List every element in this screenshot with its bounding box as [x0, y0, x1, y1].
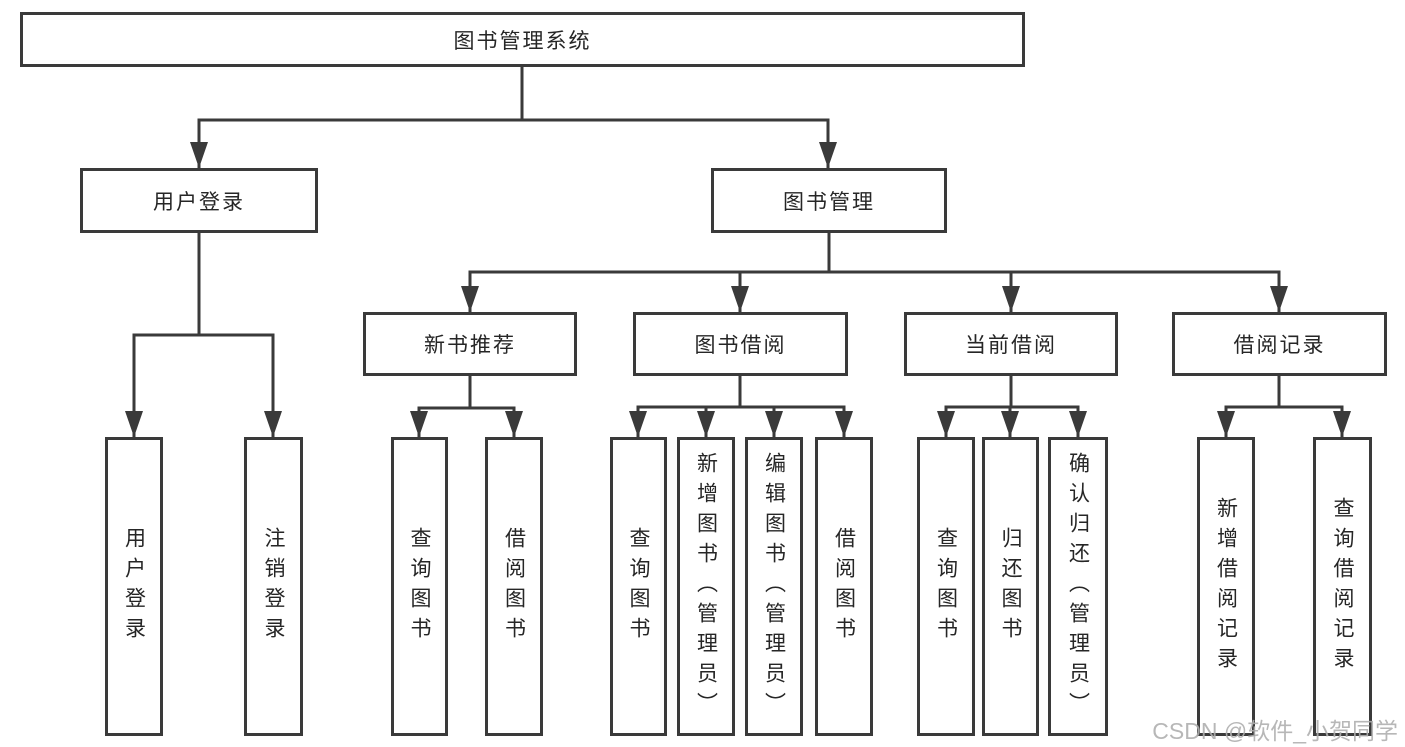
node-root: 图书管理系统 [20, 12, 1025, 67]
leaf-user-login-label: 用户登录 [122, 526, 146, 647]
leaf-logout-label: 注销登录 [262, 526, 286, 647]
leaf-query-books-recommend-label: 查询图书 [408, 526, 432, 647]
node-book-management: 图书管理 [711, 168, 947, 233]
leaf-query-books-borrowing-label: 查询图书 [627, 526, 651, 647]
node-borrow-records-label: 借阅记录 [1233, 334, 1326, 357]
node-current-borrowing-label: 当前借阅 [965, 334, 1057, 357]
leaf-borrow-books-recommend-label: 借阅图书 [502, 526, 526, 647]
node-user-login-label: 用户登录 [153, 190, 245, 214]
leaf-query-books-borrowing: 查询图书 [610, 437, 667, 736]
leaf-query-books-recommend: 查询图书 [391, 437, 448, 736]
leaf-user-login: 用户登录 [105, 437, 163, 736]
node-root-label: 图书管理系统 [453, 29, 592, 53]
leaf-query-borrow-record-label: 查询借阅记录 [1331, 496, 1355, 677]
leaf-borrow-books-recommend: 借阅图书 [485, 437, 543, 736]
leaf-edit-books-admin-label: 编辑图书（管理员） [762, 451, 786, 722]
node-new-book-recommend-label: 新书推荐 [424, 334, 516, 357]
leaf-add-books-admin: 新增图书（管理员） [677, 437, 735, 736]
leaf-query-books-current: 查询图书 [917, 437, 975, 736]
node-borrow-records: 借阅记录 [1172, 312, 1387, 376]
node-new-book-recommend: 新书推荐 [363, 312, 577, 376]
leaf-borrow-books-borrowing-label: 借阅图书 [832, 526, 856, 647]
leaf-query-borrow-record: 查询借阅记录 [1313, 437, 1372, 736]
leaf-confirm-return-admin-label: 确认归还（管理员） [1066, 451, 1090, 722]
leaf-add-borrow-record-label: 新增借阅记录 [1214, 496, 1238, 677]
leaf-query-books-current-label: 查询图书 [934, 526, 958, 647]
csdn-watermark: CSDN @软件_小贺同学 [1152, 718, 1398, 744]
leaf-return-books-label: 归还图书 [999, 526, 1023, 647]
node-current-borrowing: 当前借阅 [904, 312, 1118, 376]
node-user-login: 用户登录 [80, 168, 318, 233]
leaf-add-books-admin-label: 新增图书（管理员） [694, 451, 718, 722]
leaf-confirm-return-admin: 确认归还（管理员） [1048, 437, 1108, 736]
node-book-borrowing: 图书借阅 [633, 312, 848, 376]
node-book-borrowing-label: 图书借阅 [694, 334, 787, 357]
leaf-logout: 注销登录 [244, 437, 303, 736]
leaf-return-books: 归还图书 [982, 437, 1039, 736]
leaf-edit-books-admin: 编辑图书（管理员） [745, 437, 803, 736]
leaf-borrow-books-borrowing: 借阅图书 [815, 437, 873, 736]
node-book-management-label: 图书管理 [783, 190, 875, 214]
leaf-add-borrow-record: 新增借阅记录 [1197, 437, 1255, 736]
